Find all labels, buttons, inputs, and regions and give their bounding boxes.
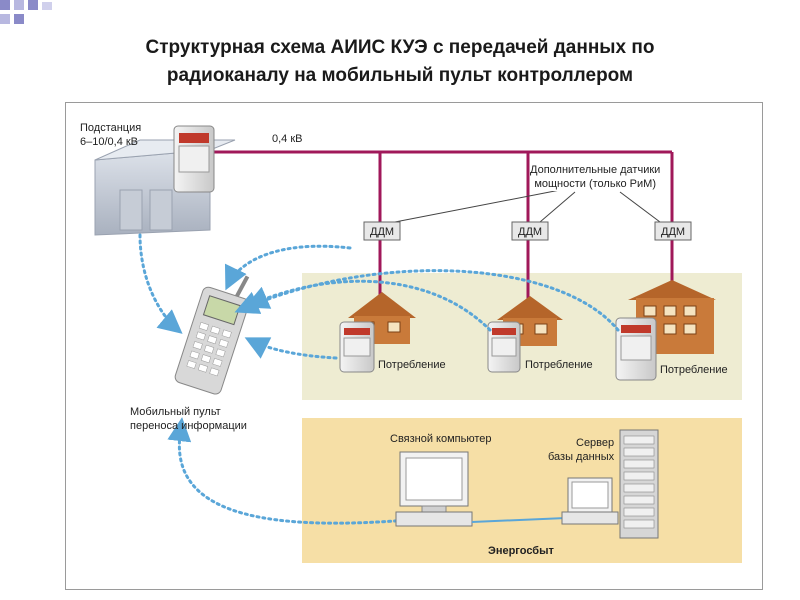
mobile-label: Мобильный пульт переноса информации [130,405,247,433]
substation-label-line-1: Подстанция [80,122,142,134]
substation-label: Подстанция 6–10/0,4 кВ [80,121,141,149]
corner-square-3 [0,14,10,24]
corner-bar [42,2,52,10]
consumption-label-3: Потребление [660,364,728,376]
sensor-note-leaders [394,189,661,223]
consumer-meter-1 [339,321,375,373]
substation-label-line-2: 6–10/0,4 кВ [80,136,139,148]
sensors-note-line-2: мощности (только РиМ) [534,178,656,190]
comm-computer [395,451,473,527]
radio-links [138,233,620,525]
ddm-box-2 [511,221,549,241]
server-label: Сервер базы данных [548,436,614,464]
sensors-note-line-1: Дополнительные датчики [530,164,661,176]
mobile-label-line-1: Мобильный пульт [130,406,221,418]
ddm-label-2: ДДМ [518,226,543,238]
server-label-line-1: Сервер [576,437,615,449]
consumption-label-1: Потребление [378,359,446,371]
ddm-label-1: ДДМ [370,226,395,238]
voltage-label: 0,4 кВ [272,133,303,145]
energosbyt-zone [302,418,742,563]
consumption-label-2: Потребление [525,359,593,371]
consumer-meter-2 [487,321,521,373]
mobile-label-line-2: переноса информации [130,420,247,432]
title-line-2: радиоканалу на мобильный пульт контролле… [166,65,634,86]
corner-square-4 [28,0,38,10]
corner-square-2 [14,0,24,10]
comm-computer-label: Связной компьютер [390,433,492,445]
server-label-line-2: базы данных [548,451,615,463]
substation-meter [173,125,215,193]
ddm-box-3 [654,221,692,241]
consumer-meter-3 [615,317,657,381]
corner-square-1 [0,0,10,10]
server-workstation [561,477,619,525]
sensors-note: Дополнительные датчики мощности (только … [530,163,661,191]
ddm-label-3: ДДМ [661,226,686,238]
lan-link [471,517,567,523]
ddm-box-1 [363,221,401,241]
mobile-terminal [174,275,250,395]
page-title: Структурная схема АИИС КУЭ с передачей д… [40,34,760,90]
energosbyt-label: Энергосбыт [488,545,554,557]
server-rack [619,429,659,539]
corner-square-5 [14,14,24,24]
title-line-1: Структурная схема АИИС КУЭ с передачей д… [145,37,655,58]
